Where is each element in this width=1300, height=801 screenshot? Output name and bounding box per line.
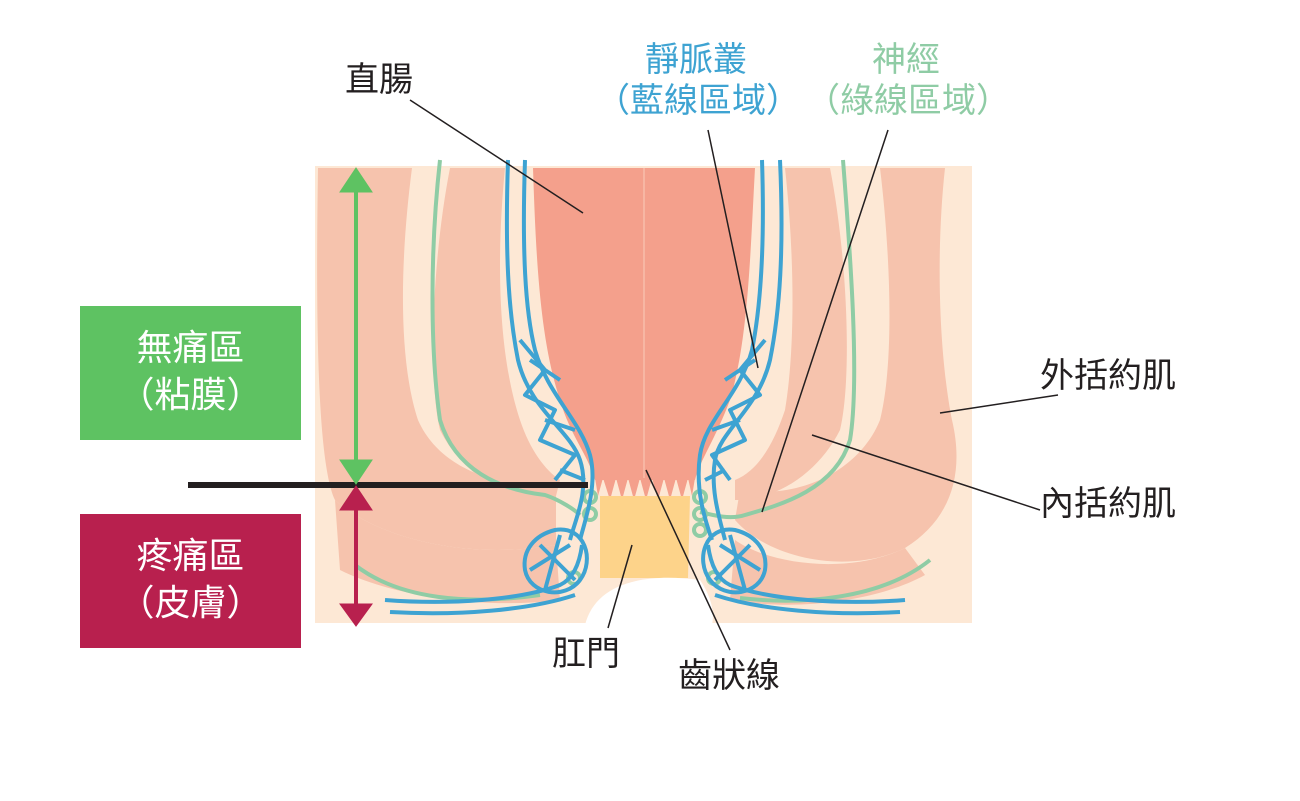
- label-venous-plexus-group: 靜脈叢 （藍線區域）: [596, 40, 800, 122]
- lower-muscle-left: [335, 500, 560, 604]
- label-internal-sphincter: 內括約肌: [1040, 484, 1176, 524]
- venous-plexus: [384, 159, 906, 616]
- label-external-sphincter: 外括約肌: [1040, 356, 1176, 396]
- internal-sphincter-left: [433, 168, 560, 500]
- label-venous-plexus: 靜脈叢: [645, 40, 747, 80]
- painless-zone-box: 無痛區 （粘膜）: [80, 306, 301, 440]
- label-anus: 肛門: [552, 634, 620, 674]
- label-rectum: 直腸: [345, 60, 413, 100]
- painless-zone-subtitle: （粘膜）: [118, 375, 263, 416]
- painless-zone-arrow: [339, 167, 373, 485]
- leader-lines: [409, 99, 1059, 651]
- painful-zone-subtitle: （皮膚）: [118, 583, 263, 624]
- label-dentate-line: 齒狀線: [678, 656, 780, 696]
- anus-opening: [585, 577, 713, 625]
- dentate-teeth: [595, 478, 695, 500]
- painful-zone-arrow: [339, 485, 373, 627]
- painless-zone-title: 無痛區: [136, 328, 245, 370]
- painful-zone-box: 疼痛區 （皮膚）: [80, 514, 301, 648]
- external-sphincter-right: [735, 168, 968, 562]
- painful-zone-title: 疼痛區: [136, 536, 245, 578]
- external-sphincter-left: [317, 168, 556, 550]
- label-nerve: 神經: [872, 40, 940, 80]
- internal-sphincter-right: [735, 168, 847, 500]
- label-nerve-group: 神經 （綠線區域）: [806, 40, 1010, 122]
- label-venous-plexus-note: （藍線區域）: [596, 80, 800, 121]
- label-nerve-note: （綠線區域）: [806, 80, 1010, 121]
